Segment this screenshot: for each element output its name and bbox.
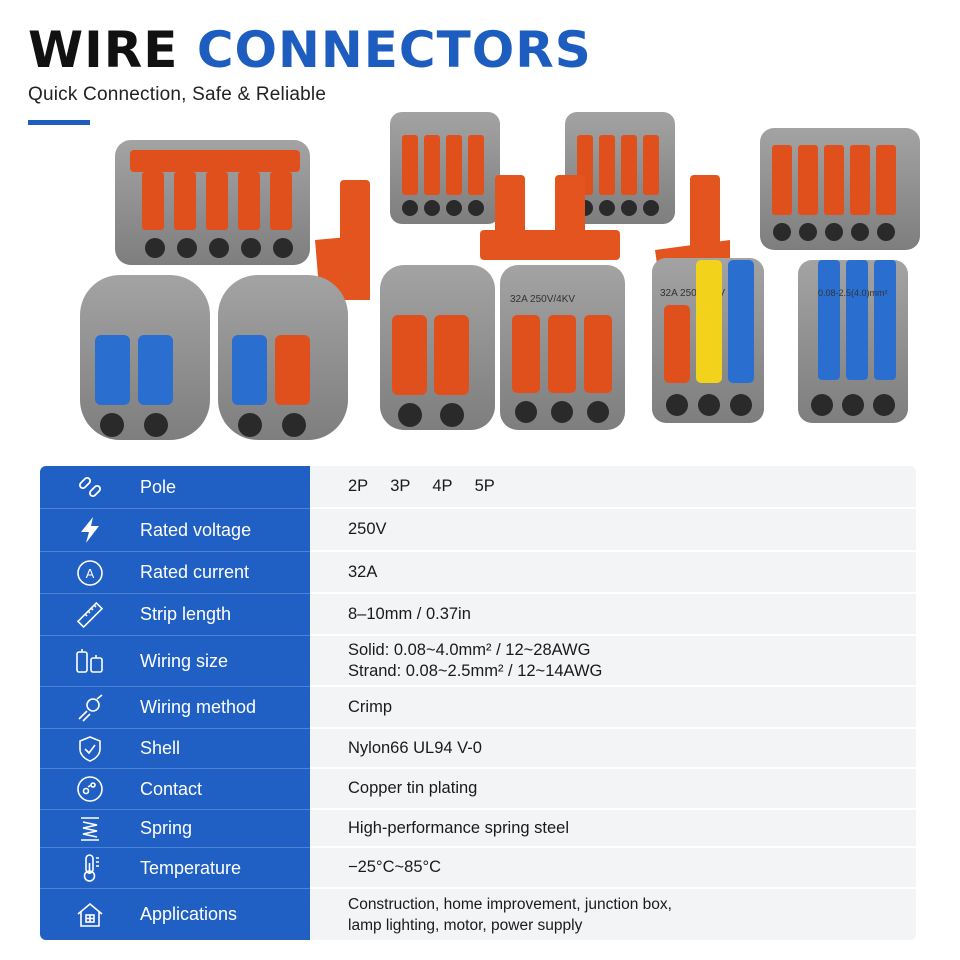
wiring-size-strand: Strand: 0.08~2.5mm² / 12~14AWG bbox=[348, 661, 603, 680]
shield-check-icon bbox=[40, 735, 140, 763]
spec-value: High-performance spring steel bbox=[310, 810, 916, 848]
subtitle: Quick Connection, Safe & Reliable bbox=[28, 84, 327, 105]
spec-value: Crimp bbox=[310, 687, 916, 729]
spec-row-wiring-method: Wiring method Crimp bbox=[40, 687, 916, 729]
header: WIRE CONNECTORS Quick Connection, Safe &… bbox=[28, 22, 592, 125]
spec-table: Pole 2P 3P 4P 5P Rated voltage 250V A Ra… bbox=[40, 466, 916, 940]
spec-label: Contact bbox=[140, 778, 203, 799]
spec-row-shell: Shell Nylon66 UL94 V-0 bbox=[40, 729, 916, 769]
spec-label: Rated voltage bbox=[140, 519, 252, 540]
spec-value: Construction, home improvement, junction… bbox=[310, 889, 916, 940]
pole-5p: 5P bbox=[474, 477, 495, 495]
page-title: WIRE CONNECTORS bbox=[28, 22, 592, 78]
spec-label: Wiring size bbox=[140, 650, 229, 671]
spec-row-contact: Contact Copper tin plating bbox=[40, 769, 916, 810]
connector-label-3: 0.08-2.5(4.0)mm² bbox=[818, 288, 888, 298]
thermometer-icon bbox=[40, 853, 140, 883]
lightning-icon bbox=[40, 516, 140, 544]
spec-label: Spring bbox=[140, 818, 193, 838]
spec-row-temperature: Temperature −25°C~85°C bbox=[40, 848, 916, 889]
spec-value: Solid: 0.08~4.0mm² / 12~28AWG Strand: 0.… bbox=[310, 636, 916, 687]
pole-3p: 3P bbox=[390, 477, 411, 495]
connector-5p-right bbox=[760, 128, 920, 250]
spec-row-current: A Rated current 32A bbox=[40, 552, 916, 594]
wire-size-icon bbox=[40, 647, 140, 675]
spec-row-voltage: Rated voltage 250V bbox=[40, 509, 916, 552]
product-photo: 32A 250V/4KV 32A 250V/4KV 0.08-2.5(4.0)m… bbox=[80, 112, 920, 440]
pole-2p: 2P bbox=[348, 477, 369, 495]
spec-label: Rated current bbox=[140, 562, 250, 582]
connector-3p-mixed: 32A 250V/4KV bbox=[652, 258, 764, 423]
spec-value: 8–10mm / 0.37in bbox=[310, 594, 916, 636]
title-underline bbox=[28, 120, 90, 125]
spec-value: 2P 3P 4P 5P bbox=[310, 466, 916, 509]
title-word-wire: WIRE bbox=[28, 21, 179, 79]
ruler-icon bbox=[40, 600, 140, 630]
applications-line-1: Construction, home improvement, junction… bbox=[348, 895, 672, 913]
spec-value: Nylon66 UL94 V-0 bbox=[310, 729, 916, 769]
spring-icon bbox=[40, 815, 140, 843]
title-word-connectors: CONNECTORS bbox=[196, 21, 592, 79]
spec-label: Wiring method bbox=[140, 697, 257, 717]
connector-3p-blue: 0.08-2.5(4.0)mm² bbox=[798, 260, 908, 423]
spec-row-strip-length: Strip length 8–10mm / 0.37in bbox=[40, 594, 916, 636]
connector-2p-blue bbox=[80, 275, 210, 440]
ampere-icon: A bbox=[40, 559, 140, 587]
connector-label-2: 32A 250V/4KV bbox=[660, 288, 725, 299]
connector-label-1: 32A 250V/4KV bbox=[510, 294, 575, 305]
connector-5p-left bbox=[115, 140, 310, 265]
spec-label: Shell bbox=[140, 738, 181, 758]
crimp-tool-icon bbox=[40, 693, 140, 723]
spec-label: Pole bbox=[140, 476, 177, 497]
connector-2p-orange bbox=[380, 265, 495, 430]
house-icon bbox=[40, 901, 140, 929]
spec-value: −25°C~85°C bbox=[310, 848, 916, 889]
spec-label: Temperature bbox=[140, 857, 242, 878]
spec-row-spring: Spring High-performance spring steel bbox=[40, 810, 916, 848]
spec-label: Strip length bbox=[140, 604, 232, 624]
connector-2p-mixed bbox=[218, 275, 348, 440]
wiring-size-solid: Solid: 0.08~4.0mm² / 12~28AWG bbox=[348, 640, 591, 659]
svg-text:A: A bbox=[86, 566, 95, 581]
connector-4p-back-1 bbox=[390, 112, 500, 224]
pole-4p: 4P bbox=[432, 477, 453, 495]
spec-value: 32A bbox=[310, 552, 916, 594]
applications-line-2: lamp lighting, motor, power supply bbox=[348, 916, 583, 934]
spec-label: Applications bbox=[140, 904, 238, 924]
spec-value: 250V bbox=[310, 509, 916, 552]
spec-value: Copper tin plating bbox=[310, 769, 916, 810]
spec-row-applications: Applications Construction, home improvem… bbox=[40, 889, 916, 940]
spec-row-wiring-size: Wiring size Solid: 0.08~4.0mm² / 12~28AW… bbox=[40, 636, 916, 687]
contact-icon bbox=[40, 775, 140, 803]
connector-3p-orange: 32A 250V/4KV bbox=[500, 265, 625, 430]
connector-4p-back-2 bbox=[565, 112, 675, 224]
link-icon bbox=[40, 474, 140, 500]
spec-row-pole: Pole 2P 3P 4P 5P bbox=[40, 466, 916, 509]
